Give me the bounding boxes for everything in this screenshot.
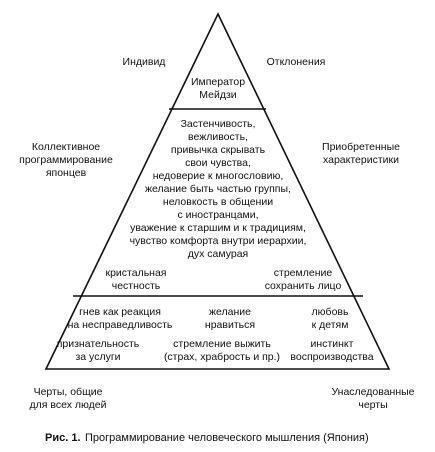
label-deviations: Отклонения <box>267 56 326 68</box>
svg-text:любовь: любовь <box>312 306 349 318</box>
svg-text:нравиться: нравиться <box>205 319 255 331</box>
label-individual: Индивид <box>123 56 166 68</box>
pyramid-outline <box>44 12 391 370</box>
svg-text:дух самурая: дух самурая <box>188 248 248 260</box>
svg-text:вежливость,: вежливость, <box>188 131 248 143</box>
label-collective: Коллективное программирование японцев <box>19 141 113 179</box>
bottom-survival-text: стремление выжить (страх, храбрость и пр… <box>164 338 280 363</box>
label-inherited: Унаследованные черты <box>331 386 414 411</box>
svg-text:Коллективное: Коллективное <box>32 141 100 153</box>
label-common-traits: Черты, общие для всех людей <box>30 386 107 411</box>
svg-text:Приобретенные: Приобретенные <box>322 141 400 153</box>
top-section-text: Император Мейдзи <box>191 76 245 101</box>
label-acquired: Приобретенные характеристики <box>322 141 400 166</box>
svg-text:Застенчивость,: Застенчивость, <box>181 118 256 130</box>
figure-caption: Рис. 1. Программирование человеческого м… <box>45 432 369 444</box>
svg-text:Мейдзи: Мейдзи <box>199 89 237 101</box>
svg-text:желание: желание <box>209 306 251 318</box>
svg-text:сохранить лицо: сохранить лицо <box>265 280 342 292</box>
middle-left-text: кристальная честность <box>105 267 166 292</box>
svg-text:воспроизводства: воспроизводства <box>290 351 373 363</box>
svg-text:Унаследованные: Унаследованные <box>331 386 414 398</box>
svg-text:программирование: программирование <box>19 154 113 166</box>
bottom-anger-text: гнев как реакция на несправедливость <box>68 306 173 331</box>
svg-text:недоверие к многословию,: недоверие к многословию, <box>153 170 284 182</box>
svg-text:стремление выжить: стремление выжить <box>173 338 271 350</box>
svg-text:японцев: японцев <box>46 167 87 179</box>
svg-text:кристальная: кристальная <box>105 267 166 279</box>
svg-text:черты: черты <box>358 399 387 411</box>
svg-text:признательность: признательность <box>57 338 140 350</box>
svg-text:уважение к старшим и к традици: уважение к старшим и к традициям, <box>130 222 306 234</box>
svg-text:неловкость в общении: неловкость в общении <box>163 196 273 208</box>
caption-text: Программирование человеческого мышления … <box>85 432 369 444</box>
svg-text:за услуги: за услуги <box>75 351 120 363</box>
svg-text:чувство комфорта внутри иерарх: чувство комфорта внутри иерархии, <box>130 235 307 247</box>
bottom-please-text: желание нравиться <box>205 306 255 331</box>
bottom-love-text: любовь к детям <box>312 306 349 331</box>
svg-text:характеристики: характеристики <box>323 154 399 166</box>
caption-label: Рис. 1. <box>45 432 81 444</box>
svg-text:Черты, общие: Черты, общие <box>34 386 103 398</box>
svg-text:с иностранцами,: с иностранцами, <box>177 209 258 221</box>
svg-text:на несправедливость: на несправедливость <box>68 319 173 331</box>
svg-text:инстинкт: инстинкт <box>311 338 354 350</box>
svg-text:Император: Император <box>191 76 245 88</box>
middle-right-text: стремление сохранить лицо <box>265 267 342 292</box>
svg-text:гнев как реакция: гнев как реакция <box>79 306 161 318</box>
middle-section-text: Застенчивость, вежливость, привычка скры… <box>130 118 307 260</box>
svg-text:желание быть частью группы,: желание быть частью группы, <box>145 183 291 195</box>
svg-text:(страх, храбрость и пр.): (страх, храбрость и пр.) <box>164 351 280 363</box>
svg-text:честность: честность <box>112 280 161 292</box>
svg-text:свои чувства,: свои чувства, <box>185 157 251 169</box>
svg-text:для всех людей: для всех людей <box>30 399 107 411</box>
bottom-instinct-text: инстинкт воспроизводства <box>290 338 373 363</box>
svg-text:к детям: к детям <box>312 319 349 331</box>
bottom-gratitude-text: признательность за услуги <box>57 338 140 363</box>
svg-text:привычка скрывать: привычка скрывать <box>171 144 266 156</box>
svg-text:стремление: стремление <box>274 267 333 279</box>
